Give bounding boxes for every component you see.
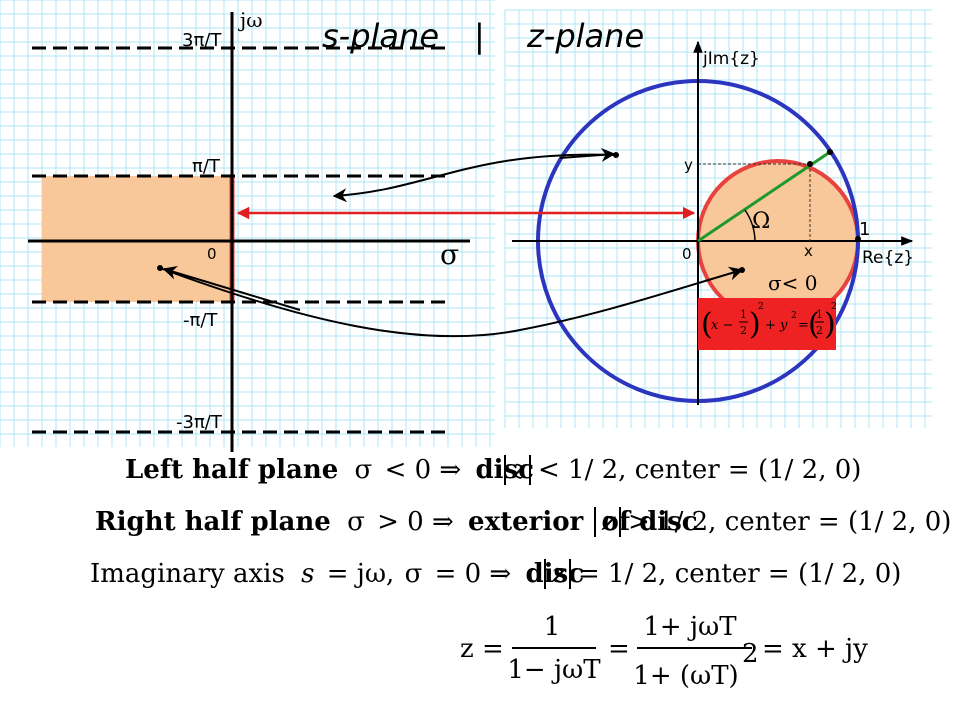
eq2-label: Right half plane: [95, 507, 331, 537]
tick-label-neg-pi-over-t: -π/T: [183, 310, 218, 331]
eq2-rest: > 1/ 2, center = (1/ 2, 0): [628, 507, 951, 537]
x-coordinate-label: x: [804, 242, 813, 260]
eq3-sigma: σ: [405, 559, 423, 589]
eq4-lhs: z =: [460, 634, 504, 664]
z-plane-title: z-plane: [526, 17, 644, 55]
circle-equation-lparen: (: [701, 307, 713, 342]
circle-equation-exp3: 2: [831, 302, 837, 312]
eq4-frac1-num: 1: [544, 612, 561, 642]
eq3-z: z: [551, 559, 566, 589]
eq2-z: z: [601, 507, 616, 537]
circle-equation-box: ( x − 1 2 ) 2 + y 2 = ( 1 2 ) 2: [698, 298, 837, 350]
left-half-plane-equation: Left half plane σ < 0 ⇒ disc z < 1/ 2, c…: [125, 455, 861, 485]
imaginary-axis-equation: Imaginary axis s = jω, σ = 0 ⇒ disc z = …: [90, 559, 901, 589]
circle-equation-half-den2: 2: [816, 324, 823, 337]
s-origin-label: 0: [207, 245, 217, 263]
circle-equation-exp1: 2: [758, 302, 764, 312]
circle-equation-rparen2: ): [824, 307, 836, 342]
bilinear-mapping-equation: z = 1 1− jωT = 1+ jωT 1+ (ωT) 2 = x + jy: [460, 612, 868, 691]
circle-equation-rparen: ): [749, 307, 761, 342]
eq4-rhs: = x + jy: [762, 634, 868, 664]
svg-text:Left half plane σ: Left half plane σ < 0 ⇒ disc: [125, 455, 534, 485]
s-imaginary-axis-label: jω: [238, 8, 263, 32]
s-plane-title: s-plane: [322, 17, 439, 55]
title-divider: |: [474, 17, 485, 55]
left-half-plane-shading: [42, 176, 232, 302]
eq4-frac2-exp: 2: [742, 639, 759, 669]
unit-value-label: 1: [859, 219, 870, 240]
circle-equation-half-num: 1: [740, 308, 747, 321]
eq3-condition: = 0 ⇒: [435, 559, 512, 589]
eq3-disc: disc: [526, 559, 585, 589]
circle-equation-x-term: x −: [711, 318, 733, 333]
circle-equation-equals: =: [798, 318, 809, 333]
eq3-rest: = 1/ 2, center = (1/ 2, 0): [578, 559, 901, 589]
eq2-exterior: exterior: [468, 507, 584, 537]
eq3-label: Imaginary axis: [90, 559, 285, 589]
point-unit-real: [855, 236, 861, 242]
z-imaginary-axis-label: jIm{z}: [702, 49, 760, 69]
circle-equation-half-den: 2: [740, 324, 747, 337]
z-origin-label: 0: [682, 245, 692, 263]
tick-label-neg-3pi-over-t: -3π/T: [176, 412, 223, 433]
eq1-sigma: σ: [355, 455, 373, 485]
circle-equation-lparen2: (: [808, 307, 820, 342]
s-plane-panel: jω σ 0 3π/T π/T -π/T -3π/T: [0, 0, 495, 452]
eq1-rest: < 1/ 2, center = (1/ 2, 0): [538, 455, 861, 485]
eq3-s: s: [301, 559, 314, 589]
circle-equation-exp2: 2: [791, 311, 797, 321]
right-half-plane-equation: Right half plane σ > 0 ⇒ exterior of dis…: [95, 507, 951, 537]
svg-text:Imaginary axis s =: Imaginary axis s = jω, σ = 0 ⇒ disc: [90, 559, 584, 589]
page-title: s-plane | z-plane: [322, 17, 644, 55]
eq2-sigma: σ: [347, 507, 365, 537]
angle-arc: [744, 209, 756, 242]
eq4-frac2-num: 1+ jωT: [643, 612, 737, 642]
eq4-frac1-den: 1− jωT: [507, 655, 601, 685]
circle-equation-y-term: + y: [765, 318, 788, 333]
eq2-condition: > 0 ⇒: [377, 507, 454, 537]
y-coordinate-label: y: [684, 156, 693, 174]
mapping-arrows: [157, 147, 745, 338]
circle-equation-half-num2: 1: [816, 308, 823, 321]
z-real-axis-label: Re{z}: [862, 248, 914, 268]
angle-omega-label: Ω: [752, 209, 770, 234]
eq4-eq: =: [608, 634, 630, 664]
eq2-of-disc: of disc: [602, 507, 698, 537]
tick-label-pi-over-t: π/T: [192, 156, 221, 177]
eq1-z: z: [511, 455, 526, 485]
svg-text:Right half plane σ: Right half plane σ > 0 ⇒ exterior of dis…: [95, 507, 698, 537]
lower-mapping-arrow: [157, 265, 745, 338]
point-on-disc: [807, 161, 813, 167]
strip-boundary-lines: [32, 46, 445, 434]
eq1-label: Left half plane: [125, 455, 338, 485]
upper-mapping-arrow: [332, 147, 619, 203]
tick-label-3pi-over-t: 3π/T: [182, 30, 222, 51]
s-real-axis-label: σ: [440, 238, 459, 271]
point-on-unit-circle: [827, 149, 833, 155]
z-plane-panel: jIm{z} Re{z} 0 1 x y Ω σ< 0 ( x − 1 2 ) …: [504, 9, 932, 428]
sigma-negative-label: σ< 0: [768, 271, 818, 295]
eq4-frac2-den: 1+ (ωT): [633, 661, 738, 691]
eq1-condition: < 0 ⇒: [385, 455, 462, 485]
eq3-s-value: = jω,: [327, 559, 395, 589]
phase-vector: [697, 150, 831, 243]
